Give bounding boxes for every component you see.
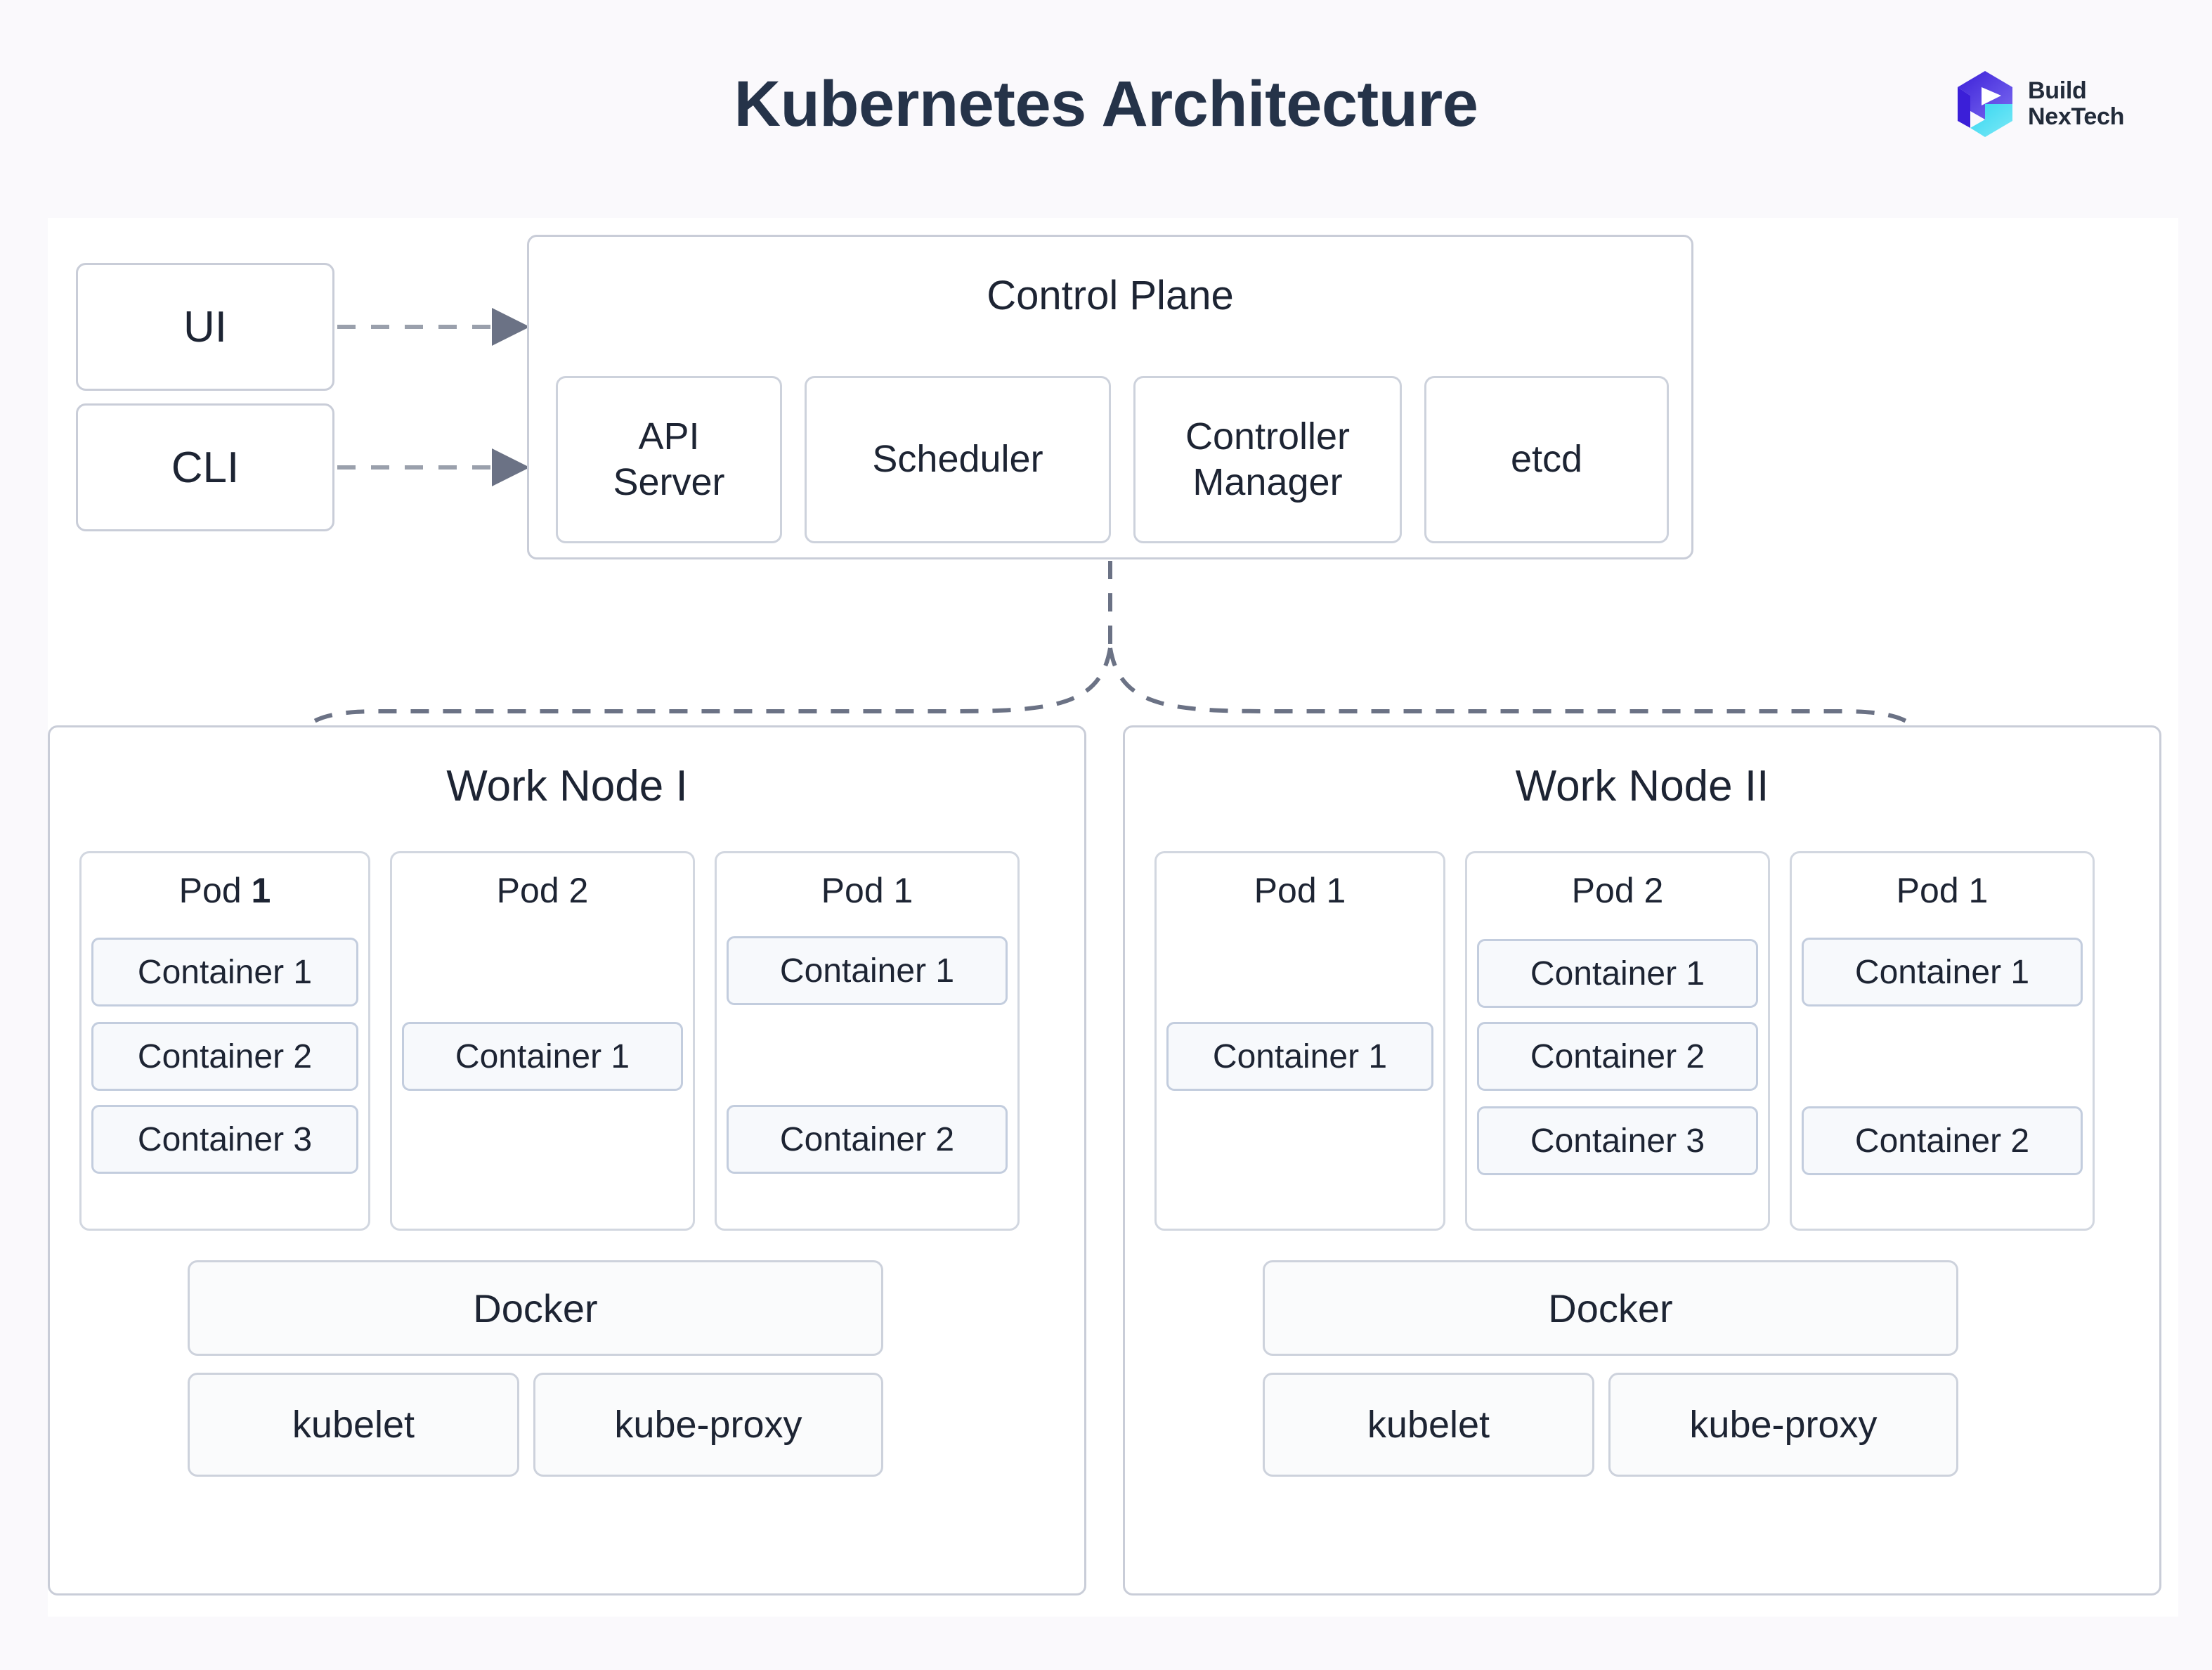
buildnextech-logo-icon <box>1955 69 2015 139</box>
pod-title: Pod 2 <box>392 870 693 911</box>
control-plane-etcd[interactable]: etcd <box>1424 376 1669 543</box>
controller-manager-line2: Manager <box>1192 461 1343 503</box>
api-server-line1: API <box>638 415 700 458</box>
control-plane-controller-manager[interactable]: Controller Manager <box>1133 376 1402 543</box>
pod-number: 2 <box>568 871 589 910</box>
pod-name-prefix: Pod <box>496 871 569 910</box>
pod-title: Pod 1 <box>717 870 1017 911</box>
control-plane-api-server[interactable]: API Server <box>556 376 782 543</box>
work-node-2-group: Work Node II Pod 1 Container 1 Pod 2 Con… <box>1123 725 2161 1595</box>
work-node-1-pod-1[interactable]: Pod 1 Container 1 Container 2 Container … <box>79 851 370 1231</box>
container-chip[interactable]: Container 2 <box>727 1105 1008 1174</box>
work-node-1-docker[interactable]: Docker <box>188 1260 883 1356</box>
pod-title: Pod 1 <box>1792 870 2093 911</box>
pod-name-prefix: Pod <box>1254 871 1327 910</box>
work-node-1-title: Work Node I <box>446 762 688 810</box>
scheduler-label: Scheduler <box>872 438 1043 481</box>
work-node-1-group: Work Node I Pod 1 Container 1 Container … <box>48 725 1086 1595</box>
control-plane-group: Control Plane API Server Scheduler Contr… <box>527 235 1693 559</box>
container-chip[interactable]: Container 3 <box>91 1105 358 1174</box>
pod-title: Pod 1 <box>82 870 368 911</box>
container-chip[interactable]: Container 2 <box>91 1022 358 1091</box>
pod-number: 1 <box>1326 871 1346 910</box>
pod-title: Pod 1 <box>1157 870 1443 911</box>
work-node-1-pod-3[interactable]: Pod 1 Container 1 Container 2 <box>715 851 1020 1231</box>
diagram-canvas: UI CLI Control Plane API Server Schedule… <box>48 218 2178 1617</box>
brand-logo: Build NexTech <box>1955 69 2124 139</box>
container-chip[interactable]: Container 1 <box>1802 938 2083 1006</box>
work-node-2-title: Work Node II <box>1515 762 1769 810</box>
work-node-2-kubelet[interactable]: kubelet <box>1263 1373 1594 1477</box>
client-ui-label: UI <box>183 302 227 351</box>
api-server-line2: Server <box>613 461 725 503</box>
pod-number: 2 <box>1644 871 1664 910</box>
pod-title: Pod 2 <box>1467 870 1768 911</box>
pod-name-prefix: Pod <box>178 871 252 910</box>
pod-name-prefix: Pod <box>1571 871 1644 910</box>
work-node-1-pod-2[interactable]: Pod 2 Container 1 <box>390 851 695 1231</box>
container-chip[interactable]: Container 1 <box>91 938 358 1006</box>
client-box-ui[interactable]: UI <box>76 263 334 391</box>
pod-name-prefix: Pod <box>821 871 894 910</box>
work-node-2-kube-proxy[interactable]: kube-proxy <box>1608 1373 1958 1477</box>
work-node-2-docker[interactable]: Docker <box>1263 1260 1958 1356</box>
pod-name-prefix: Pod <box>1896 871 1969 910</box>
brand-line-1: Build <box>2028 77 2087 105</box>
control-plane-scheduler[interactable]: Scheduler <box>805 376 1111 543</box>
container-chip[interactable]: Container 2 <box>1802 1106 2083 1175</box>
work-node-1-kubelet[interactable]: kubelet <box>188 1373 519 1477</box>
container-chip[interactable]: Container 1 <box>727 936 1008 1005</box>
pod-number: 1 <box>251 871 271 910</box>
client-cli-label: CLI <box>171 443 240 492</box>
work-node-2-pod-2[interactable]: Pod 2 Container 1 Container 2 Container … <box>1465 851 1770 1231</box>
controller-manager-line1: Controller <box>1185 415 1351 458</box>
pod-number: 1 <box>893 871 913 910</box>
work-node-1-kube-proxy[interactable]: kube-proxy <box>533 1373 883 1477</box>
page-title: Kubernetes Architecture <box>734 68 1478 140</box>
pod-number: 1 <box>1968 871 1989 910</box>
container-chip[interactable]: Container 1 <box>1477 939 1758 1008</box>
brand-line-2: NexTech <box>2028 103 2125 130</box>
control-plane-title: Control Plane <box>987 273 1234 318</box>
container-chip[interactable]: Container 3 <box>1477 1106 1758 1175</box>
container-chip[interactable]: Container 1 <box>402 1022 683 1091</box>
client-box-cli[interactable]: CLI <box>76 403 334 531</box>
work-node-2-pod-3[interactable]: Pod 1 Container 1 Container 2 <box>1790 851 2095 1231</box>
work-node-2-pod-1[interactable]: Pod 1 Container 1 <box>1154 851 1445 1231</box>
etcd-label: etcd <box>1510 438 1583 481</box>
container-chip[interactable]: Container 2 <box>1477 1022 1758 1091</box>
container-chip[interactable]: Container 1 <box>1166 1022 1433 1091</box>
